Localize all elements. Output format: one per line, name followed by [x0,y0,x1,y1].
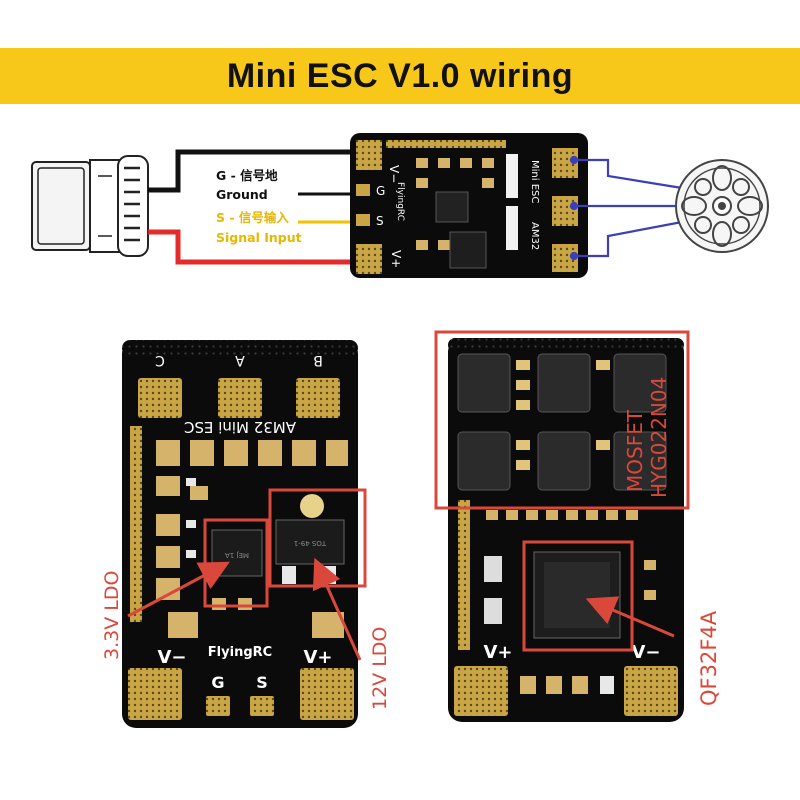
ldo-12v-arrow [312,557,362,661]
ground-label-cn: G - 信号地 [216,168,278,183]
esc-board-top-view: V− G S V+ FlyingRC Mini ESC AM32 [350,133,588,278]
top-pad-s: S [376,214,384,228]
top-pad-g: G [376,184,385,198]
mosfet-label-2: HYG022N04 [647,377,671,498]
front-pad-c: C [155,352,165,368]
ldo-12v-label: 12V LDO [369,627,391,710]
back-pad-vplus: V+ [483,642,512,663]
back-pad-vminus: V− [631,642,660,663]
motor-phase-wires [569,155,683,261]
front-pad-g: G [211,673,224,692]
top-board-name: Mini ESC [529,160,540,203]
top-board-brand: FlyingRC [395,182,405,221]
xt-connector [31,155,149,257]
esc-board-front: C A B AM32 Mini ESC MEJ 1A TOS 49-1 V− F… [122,340,358,728]
top-board-fw: AM32 [529,222,540,250]
ldo-33v-arrow [127,561,230,618]
signal-label-cn: S - 信号输入 [216,210,289,225]
top-pad-vminus: V− [387,165,401,183]
mcu-arrow [585,596,675,638]
ldo-chip-marking: MEJ 1A [225,551,249,559]
mosfet-label-1: MOSFET [623,409,647,492]
title-banner: Mini ESC V1.0 wiring [0,48,800,104]
mcu-callout-box [522,540,634,652]
front-pad-vplus: V+ [303,647,332,668]
front-silk-title: AM32 Mini ESC [184,418,296,436]
reg-chip-marking: TOS 49-1 [294,539,327,547]
signal-label-en: Signal Input [216,230,302,245]
battery-negative-wire [148,149,360,193]
mcu-label: QF32F4A [697,610,721,706]
front-brand: FlyingRC [208,645,272,660]
top-pad-vplus: V+ [389,250,403,268]
front-pad-b: B [313,352,323,368]
ground-label-en: Ground [216,187,268,202]
page-title: Mini ESC V1.0 wiring [226,57,574,95]
mosfet-callout-box [434,330,690,510]
brushless-motor [675,159,769,253]
battery-positive-wire [148,229,360,265]
front-pad-a: A [235,352,245,368]
front-pad-vminus: V− [157,647,186,668]
front-pad-s: S [256,673,268,692]
ldo-33v-label: 3.3V LDO [101,571,123,660]
